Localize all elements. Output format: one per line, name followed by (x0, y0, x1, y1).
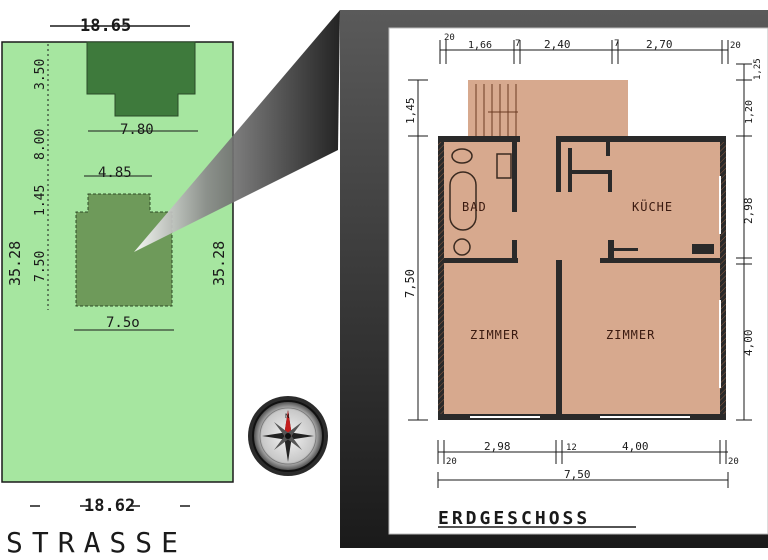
top-dim-5: 2,70 (646, 38, 673, 51)
top-dim-0: 20 (444, 33, 455, 43)
bottom-total-label: 7,50 (564, 468, 591, 481)
svg-text:N: N (285, 413, 290, 420)
left-length-label: 35.28 (6, 241, 24, 286)
top-dim-4: 7 (614, 39, 619, 49)
bottom-dim-chain (437, 440, 729, 488)
floor-plan-title: ERDGESCHOSS (438, 508, 590, 529)
site-plan: 18.65 3.50 8.00 1.45 7.50 35.28 35.28 7.… (1, 16, 234, 559)
street-label: STRASSE (6, 526, 187, 559)
bottom-dim-2: 12 (566, 443, 577, 453)
room-label-kitchen: KÜCHE (632, 198, 673, 214)
house-footprint (75, 193, 173, 307)
top-dim-2: 7 (515, 39, 520, 49)
room-label-left: ZIMMER (470, 328, 519, 342)
floor-plan: BAD KÜCHE ZIMMER ZIMMER 20 1,66 7 2,40 7… (403, 33, 763, 529)
bottom-dim-1: 2,98 (484, 440, 511, 453)
windows (470, 176, 721, 418)
bath-fixtures (449, 148, 512, 256)
right-dim-chain (736, 63, 752, 421)
dim-house-label: 7.50 (33, 251, 48, 282)
kitchen-fixtures (608, 240, 714, 258)
dim-gap-label: 1.45 (33, 185, 48, 216)
stair (475, 84, 518, 136)
bottom-dim-3: 4,00 (622, 440, 649, 453)
callout-wedge (134, 10, 340, 252)
top-dim-3: 2,40 (544, 38, 571, 51)
right-length-label: 35.28 (210, 241, 228, 286)
right-dim-0: 1,25 (753, 58, 763, 80)
right-dim-2: 2,98 (742, 198, 755, 225)
bottom-width-label: 18.62 (84, 496, 135, 516)
right-dim-3: 4,00 (742, 330, 755, 357)
dim-garden-label: 8.00 (33, 129, 48, 160)
compass-icon: N (248, 396, 328, 476)
bottom-dim-4: 20 (728, 457, 739, 467)
bottom-dim-0: 20 (446, 457, 457, 467)
room-label-right: ZIMMER (606, 328, 655, 342)
top-width-label: 18.65 (80, 16, 131, 36)
interior-walls (444, 142, 720, 414)
left-dim-chain (408, 79, 428, 421)
garage-width-label: 7.80 (120, 122, 154, 138)
dim-back-label: 3.50 (33, 59, 48, 90)
house-width-label: 4.85 (98, 165, 132, 181)
top-dim-6: 20 (730, 41, 741, 51)
left-dim-1: 7,50 (403, 269, 417, 298)
left-dim-0: 1,45 (404, 98, 417, 125)
room-label-bath: BAD (462, 200, 487, 214)
garage-building (86, 41, 196, 117)
house-width-bottom-label: 7.5o (106, 315, 140, 331)
right-dim-1: 1,20 (744, 100, 755, 124)
floor-area (442, 138, 724, 418)
stair-area (468, 80, 628, 138)
top-dim-1: 1,66 (468, 40, 492, 51)
top-dim-chain (439, 40, 729, 64)
